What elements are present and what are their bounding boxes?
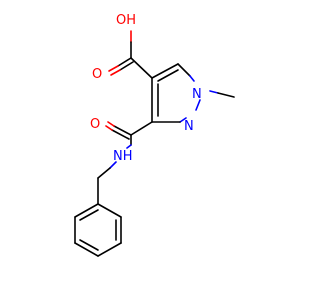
atom-label-ring-nitrogen-1: N	[192, 87, 202, 102]
bond-n-methyl-blue	[209, 90, 219, 94]
bond-c-o-double-a-red	[108, 65, 119, 72]
bond-c3-amide-c	[130, 121, 153, 136]
bond-amide-c-o-b	[111, 129, 130, 140]
bond-n2-c3-blue	[179, 117, 187, 123]
bond-n-methyl	[217, 92, 235, 98]
atom-label-ring-nitrogen-2: N	[184, 119, 194, 134]
molecule-drawing: OH O N N O NH	[74, 13, 235, 257]
bond-c-ring-c4	[130, 57, 153, 79]
bond-ph-1	[97, 203, 122, 218]
bond-ph-6	[74, 203, 99, 218]
bond-ph-3	[97, 242, 122, 257]
structure-canvas: OH O N N O NH	[74, 13, 235, 257]
bond-c4-c5-inner	[157, 69, 179, 82]
atom-label-acid-oxygen: O	[92, 67, 102, 82]
bond-c5-n1	[177, 63, 191, 77]
bond-c-o-double-b-red	[110, 69, 121, 76]
bond-c-o-double-b	[119, 61, 134, 71]
bond-n-ch2-blue	[109, 161, 117, 169]
atom-label-amide-nitrogen: NH	[113, 149, 133, 164]
bond-ph-4	[74, 242, 99, 257]
bond-amide-c-o-a	[113, 125, 132, 136]
bond-n1-n2-blue	[195, 99, 201, 111]
bond-c4-c5	[151, 63, 179, 79]
bond-ph-6-inner	[79, 209, 99, 221]
bond-amide-c-o-a-red	[107, 121, 115, 127]
bond-amide-c-n-blue	[126, 144, 132, 149]
bond-c5-n1-blue	[189, 75, 195, 82]
bond-n-ch2	[97, 167, 111, 179]
bond-c-o-double-a	[117, 57, 132, 67]
atom-label-hydroxyl: OH	[116, 13, 136, 28]
bond-amide-c-o-b-red	[105, 125, 113, 131]
bond-ph-4-inner	[79, 239, 99, 251]
atom-label-amide-oxygen: O	[90, 117, 100, 132]
